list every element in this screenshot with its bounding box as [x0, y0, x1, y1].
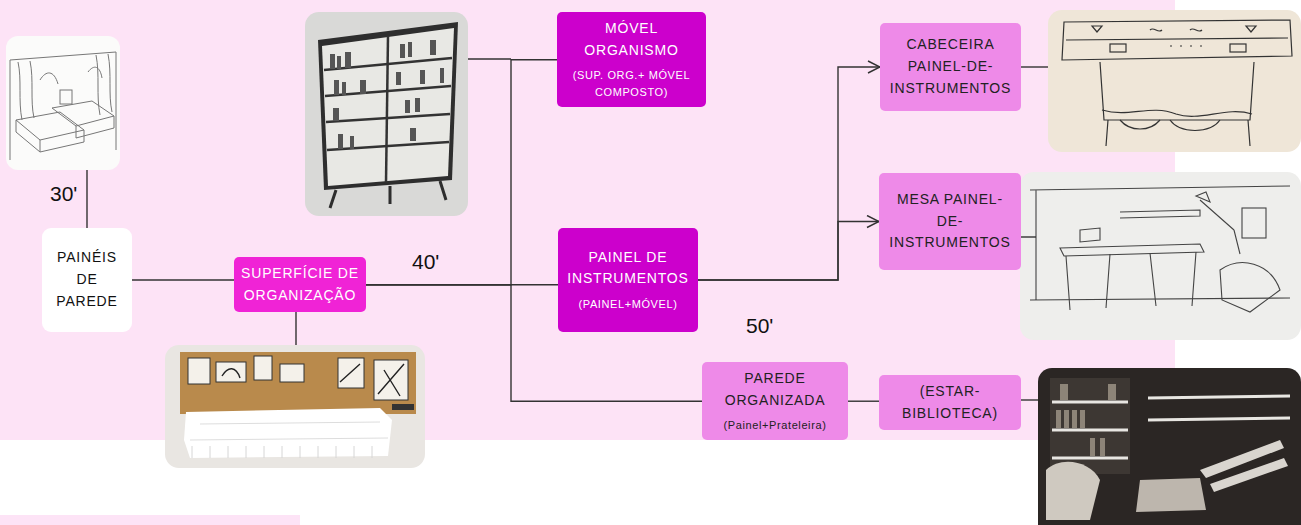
box-title: (ESTAR-BIBLIOTECA)	[886, 381, 1014, 424]
concept-box: SUPERFÍCIE DE ORGANIZAÇÃO	[234, 257, 366, 312]
variant-box: MESA PAINEL-DE-INSTRUMENTOS	[879, 173, 1021, 270]
box-title: PAINEL DE INSTRUMENTOS	[565, 247, 691, 290]
headboard-sketch	[1048, 10, 1301, 152]
box-title: MÓVEL ORGANISMO	[564, 18, 699, 61]
tree-connector	[698, 222, 879, 281]
desk-sketch	[1020, 172, 1301, 340]
tree-connector	[848, 401, 879, 402]
box-title: MESA PAINEL-DE-INSTRUMENTOS	[886, 189, 1014, 254]
box-subtitle: (Painel+Prateleira)	[724, 417, 827, 434]
box-title: SUPERFÍCIE DE ORGANIZAÇÃO	[241, 263, 359, 306]
variant-box: PAREDE ORGANIZADA (Painel+Prateleira)	[702, 362, 848, 440]
room-sketch	[6, 36, 120, 170]
tree-connector	[698, 67, 880, 280]
box-subtitle: (SUP. ORG.+ MÓVEL COMPOSTO)	[564, 67, 699, 101]
tree-connector	[132, 279, 234, 280]
library-photo	[1038, 368, 1301, 525]
concept-box: MÓVEL ORGANISMO (SUP. ORG.+ MÓVEL COMPOST…	[557, 12, 706, 107]
bed-panel-photo	[165, 345, 425, 468]
tree-connector	[366, 60, 557, 285]
root-box: PAINÉIS DE PAREDE	[42, 228, 132, 332]
time-label: 40'	[412, 250, 439, 274]
bookshelf-photo	[305, 12, 468, 216]
box-title: PAINÉIS DE PAREDE	[49, 247, 125, 312]
box-title: PAREDE ORGANIZADA	[709, 368, 841, 411]
time-label: 50'	[746, 314, 773, 338]
time-label: 30'	[50, 182, 77, 206]
variant-box: (ESTAR-BIBLIOTECA)	[879, 375, 1021, 430]
pink-strip	[0, 515, 300, 525]
box-subtitle: (PAINEL+MÓVEL)	[579, 296, 678, 313]
variant-box: CABECEIRA PAINEL-DE-INSTRUMENTOS	[880, 23, 1021, 111]
concept-box: PAINEL DE INSTRUMENTOS (PAINEL+MÓVEL)	[558, 228, 698, 332]
box-title: CABECEIRA PAINEL-DE-INSTRUMENTOS	[887, 34, 1014, 99]
tree-connector	[366, 285, 702, 402]
